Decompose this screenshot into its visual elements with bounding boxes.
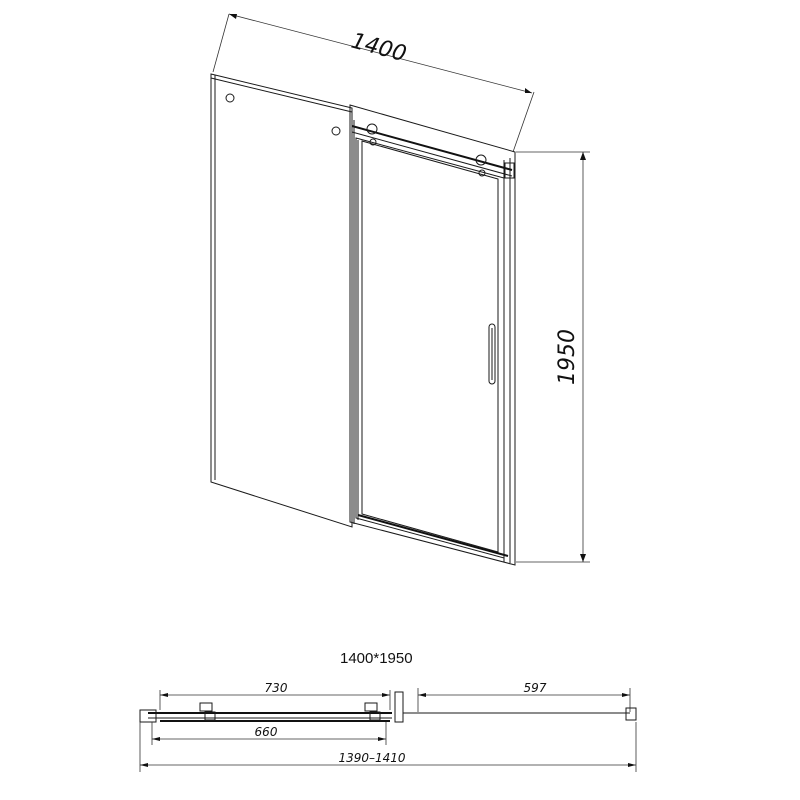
opening-dimension: 597 xyxy=(417,681,631,712)
arrow-top xyxy=(580,152,586,160)
roller-right-icon xyxy=(475,154,487,166)
roller-left-icon xyxy=(366,123,378,135)
arrow-660-left xyxy=(152,737,160,741)
door-glass xyxy=(361,140,499,553)
door-dimension: 660 xyxy=(151,722,387,745)
dimension-line xyxy=(228,13,533,94)
door-handle-icon xyxy=(488,323,496,385)
width-label: 1400 xyxy=(348,29,409,68)
extension-line-left xyxy=(212,13,230,73)
arrow-730-left xyxy=(160,693,168,697)
height-label: 1950 xyxy=(555,329,580,385)
wall-bracket-left xyxy=(139,709,157,723)
arrow-597-right xyxy=(622,693,630,697)
door-outline xyxy=(355,137,505,559)
opening-label: 597 xyxy=(524,681,547,695)
arrow-right xyxy=(525,88,532,93)
arrow-left xyxy=(229,14,237,19)
arrow-660-right xyxy=(378,737,386,741)
height-dimension: 1950 xyxy=(516,151,590,563)
rail-end-stop xyxy=(504,162,515,179)
plan-title: 1400*1950 xyxy=(340,650,413,667)
arrow-730-right xyxy=(382,693,390,697)
total-dimension: 1390–1410 xyxy=(139,722,637,772)
fixed-panel-label: 730 xyxy=(265,681,288,695)
roller-clamp-left-icon xyxy=(204,711,216,721)
plan-profile xyxy=(139,691,637,723)
fixed-panel-top-edge xyxy=(210,77,353,113)
roller-plan-right-icon xyxy=(364,702,378,712)
fixed-panel-hole-left xyxy=(225,93,235,103)
fixed-panel-hole-right xyxy=(331,126,341,136)
wall-bracket-right xyxy=(625,707,637,721)
arrow-total-right xyxy=(628,763,636,767)
top-rail xyxy=(351,123,515,179)
door-label: 660 xyxy=(255,725,278,739)
fixed-panel-dimension: 730 xyxy=(159,681,391,710)
roller-clamp-right-icon xyxy=(369,711,381,721)
frame-outline xyxy=(349,104,516,566)
sliding-door xyxy=(353,120,509,559)
fixed-panel-outline xyxy=(210,73,353,528)
rail-line-bottom xyxy=(351,131,513,177)
door-bottom-seal xyxy=(357,514,509,557)
elevation-view: 1400 1950 xyxy=(210,13,590,566)
plan-view: 1400*1950 730 597 xyxy=(139,650,637,772)
stopper-icon xyxy=(394,691,404,723)
extension-line-right xyxy=(512,91,535,153)
total-label: 1390–1410 xyxy=(338,751,405,765)
arrow-total-left xyxy=(140,763,148,767)
fixed-glass-panel xyxy=(210,73,353,528)
arrow-597-left xyxy=(418,693,426,697)
arrow-bottom xyxy=(580,554,586,562)
roller-plan-left-icon xyxy=(199,702,213,712)
